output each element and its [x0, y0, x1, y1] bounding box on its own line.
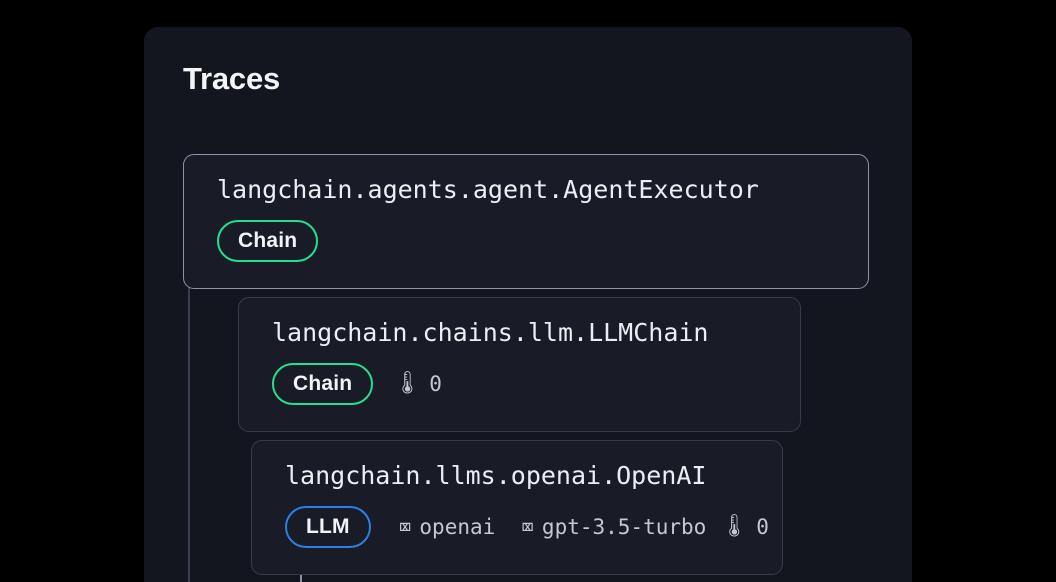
meta-temperature: 🌡 0: [720, 514, 769, 539]
trace-node-agent-executor[interactable]: langchain.agents.agent.AgentExecutor Cha…: [183, 154, 869, 289]
trace-node-meta: Chain: [217, 219, 838, 262]
status-badge: Chain: [217, 219, 319, 262]
page-title: Traces: [183, 61, 281, 96]
trace-node-meta: LLM ⌧ openai ⌧ gpt-3.5-turbo 🌡 0: [285, 505, 769, 548]
meta-value: 0: [756, 514, 769, 539]
meta-temperature: 🌡 0: [393, 371, 442, 396]
trace-node-title: langchain.agents.agent.AgentExecutor: [217, 175, 759, 204]
status-badge: LLM: [285, 505, 371, 548]
model-icon: ⌧: [521, 514, 534, 539]
meta-model: ⌧ gpt-3.5-turbo: [521, 515, 706, 539]
meta-value: gpt-3.5-turbo: [541, 514, 707, 539]
trace-node-title: langchain.chains.llm.LLMChain: [272, 318, 709, 347]
thermometer-icon: 🌡: [393, 371, 422, 396]
tree-connector-level-1: [188, 189, 190, 582]
trace-node-title: langchain.llms.openai.OpenAI: [285, 461, 707, 490]
meta-provider: ⌧ openai: [399, 515, 496, 539]
trace-node-meta: Chain 🌡 0: [272, 362, 770, 405]
traces-panel: Traces langchain.agents.agent.AgentExecu…: [144, 27, 912, 582]
thermometer-icon: 🌡: [720, 514, 749, 539]
trace-node-llm-chain[interactable]: langchain.chains.llm.LLMChain Chain 🌡 0: [238, 297, 801, 432]
meta-value: openai: [419, 514, 496, 539]
trace-node-openai[interactable]: langchain.llms.openai.OpenAI LLM ⌧ opena…: [251, 440, 783, 575]
status-badge: Chain: [272, 362, 374, 405]
provider-icon: ⌧: [398, 514, 412, 539]
meta-value: 0: [429, 371, 442, 396]
